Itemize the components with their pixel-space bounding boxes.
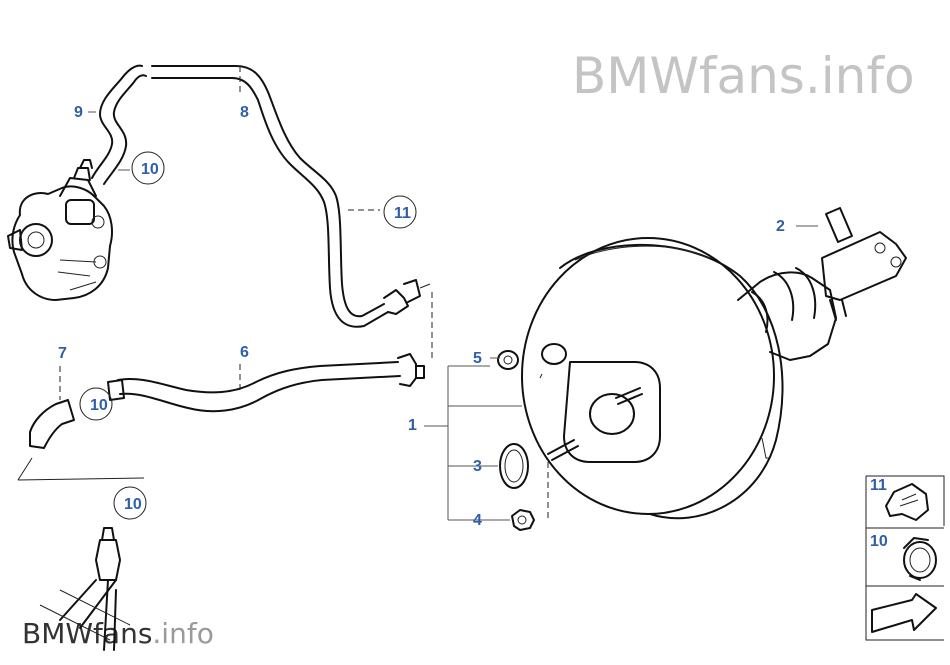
clevis-2-illustration [821, 207, 907, 321]
vacuum-pump-illustration [7, 159, 113, 301]
legend-label-11[interactable]: 11 [870, 477, 887, 494]
hose-9 [91, 64, 147, 185]
callout-10-lower[interactable]: 10 [124, 496, 142, 513]
line-8 [151, 65, 431, 328]
callout-circle-10-lower [113, 486, 147, 520]
arrow-icon [871, 593, 937, 633]
parts-legend-panel: 11 10 [865, 475, 945, 641]
callout-10-pump[interactable]: 10 [141, 161, 159, 178]
guide-line-b [539, 373, 543, 379]
hose-clamp-10-icon [903, 537, 937, 581]
brake-booster-illustration [521, 237, 837, 520]
callout-8[interactable]: 8 [240, 104, 249, 121]
watermark-top: BMWfans.info [572, 47, 915, 105]
clamp-11-icon [885, 483, 929, 521]
legend-label-10[interactable]: 10 [870, 533, 888, 550]
callout-9[interactable]: 9 [74, 104, 83, 121]
callout-3[interactable]: 3 [473, 458, 482, 475]
callout-10-hose[interactable]: 10 [90, 397, 108, 414]
callout-1[interactable]: 1 [408, 417, 417, 434]
callout-5[interactable]: 5 [473, 350, 482, 367]
lower-fitting [39, 527, 131, 651]
callout-4[interactable]: 4 [473, 512, 482, 529]
callout-circle-10-hose [79, 387, 113, 421]
callout-11-line[interactable]: 11 [394, 205, 411, 222]
nut-4 [511, 509, 535, 531]
watermark-bottom: BMWfans.info [22, 617, 214, 650]
line-6 [107, 353, 425, 413]
o-ring-3 [499, 443, 529, 489]
callout-6[interactable]: 6 [240, 344, 249, 361]
assembly-bracket-1 [440, 357, 522, 521]
callout-7[interactable]: 7 [58, 345, 67, 362]
callout-circle-10-pump [131, 151, 165, 185]
callout-circle-11-line [383, 195, 417, 229]
hose-7 [17, 399, 145, 481]
washer-5 [497, 350, 519, 370]
callout-2[interactable]: 2 [776, 218, 785, 235]
